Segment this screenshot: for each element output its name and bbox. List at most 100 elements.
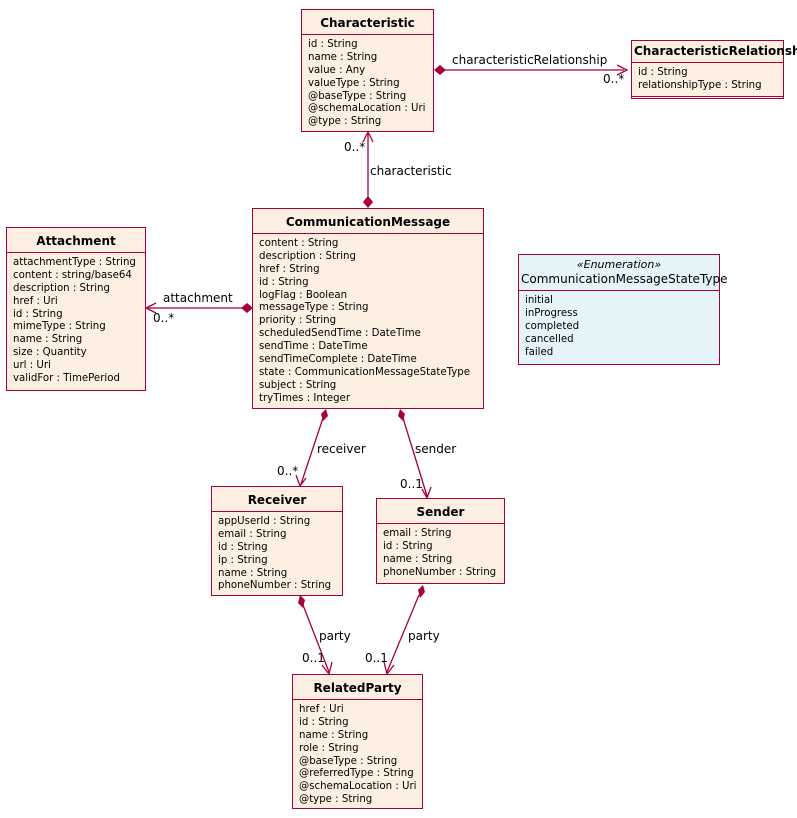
field: id : String [13, 308, 63, 320]
field: name : String [299, 729, 369, 741]
multiplicity-attachment: 0..* [153, 311, 175, 325]
relation-label-characteristic-relationship: characteristicRelationship [452, 53, 608, 67]
field: valueType : String [308, 77, 400, 89]
field: id : String [308, 39, 358, 50]
field: content : string/base64 [13, 269, 132, 281]
class-sender: Sender email : String id : String name :… [376, 498, 505, 584]
class-title: Characteristic [320, 16, 415, 30]
field: name : String [383, 553, 453, 565]
class-communication-message: CommunicationMessage content : String de… [252, 208, 484, 409]
field: @baseType : String [308, 90, 407, 102]
field: sendTimeComplete : DateTime [259, 354, 417, 366]
multiplicity-sender: 0..1 [400, 477, 423, 491]
arrowhead-attachment [144, 302, 157, 314]
class-title: CharacteristicRelationship [634, 44, 797, 58]
field: value : Any [308, 64, 366, 76]
field: description : String [259, 250, 356, 262]
arrowhead-characteristic [362, 130, 374, 143]
field-list: id : String relationshipType : String [632, 62, 783, 96]
class-title: CommunicationMessageStateType [521, 272, 728, 286]
field: priority : String [259, 315, 337, 327]
field: phoneNumber : String [383, 566, 497, 578]
method-compartment [632, 95, 783, 103]
class-characteristic-relationship: CharacteristicRelationship id : String r… [631, 40, 797, 99]
field: sendTime : DateTime [259, 341, 368, 353]
field: href : Uri [299, 704, 344, 715]
composition-diamond-sender-party [418, 585, 425, 598]
enum-communication-message-state-type: «Enumeration» CommunicationMessageStateT… [518, 254, 728, 365]
field: phoneNumber : String [218, 580, 332, 592]
multiplicity-characteristic: 0..* [344, 140, 366, 154]
field: scheduledSendTime : DateTime [259, 328, 421, 340]
field: id : String [299, 716, 349, 728]
edge-sender [402, 417, 428, 497]
field: id : String [218, 541, 268, 553]
enum-values: initial inProgress completed cancelled f… [519, 290, 719, 362]
class-title: CommunicationMessage [285, 215, 451, 229]
class-title: Attachment [36, 234, 116, 248]
edge-sender-party [386, 594, 420, 673]
field: @type : String [308, 116, 382, 128]
class-title: Sender [416, 505, 465, 519]
field: tryTimes : Integer [259, 392, 351, 404]
field: validFor : TimePeriod [13, 373, 120, 385]
field: url : Uri [13, 360, 51, 372]
class-attachment: Attachment attachmentType : String conte… [6, 227, 146, 391]
class-related-party: RelatedParty href : Uri id : String name… [292, 674, 423, 809]
field: @type : String [299, 794, 373, 806]
field: name : String [218, 567, 288, 579]
field: description : String [13, 282, 110, 294]
composition-diamond-receiver-party [298, 595, 305, 608]
field: appUserId : String [218, 516, 311, 527]
field: id : String [638, 67, 688, 78]
relation-label-sender: sender [415, 442, 457, 456]
field: href : Uri [13, 295, 58, 307]
field: mimeType : String [13, 321, 106, 333]
edge-receiver [300, 417, 324, 485]
class-receiver: Receiver appUserId : String email : Stri… [211, 486, 343, 596]
field: name : String [308, 51, 378, 63]
relation-label-receiver: receiver [317, 442, 366, 456]
class-title: RelatedParty [313, 681, 402, 695]
field-list: id : String name : String value : Any va… [302, 34, 433, 132]
arrowhead-characteristic-relationship [616, 64, 629, 76]
multiplicity-sender-party: 0..1 [365, 651, 388, 665]
field: relationshipType : String [638, 79, 762, 91]
field: id : String [259, 276, 309, 288]
composition-diamond-message-left [241, 303, 253, 313]
class-title: Receiver [247, 493, 307, 507]
field-list: href : Uri id : String name : String rol… [293, 699, 422, 810]
composition-diamond-message-top [363, 196, 373, 208]
field: href : String [259, 263, 320, 275]
edge-receiver-party [302, 604, 330, 673]
field: logFlag : Boolean [259, 289, 348, 301]
field: subject : String [259, 379, 337, 391]
relation-label-sender-party: party [408, 629, 440, 643]
enum-value: cancelled [525, 333, 574, 345]
composition-diamond-receiver [321, 409, 328, 421]
composition-diamond-sender [398, 409, 405, 421]
field: content : String [259, 238, 339, 249]
enum-value: inProgress [525, 307, 578, 319]
field: ip : String [218, 554, 268, 566]
enum-stereotype: «Enumeration» [576, 258, 662, 271]
multiplicity-receiver-party: 0..1 [302, 651, 325, 665]
field: role : String [299, 742, 359, 754]
field-list: content : String description : String hr… [253, 233, 483, 409]
enum-value: completed [525, 320, 580, 332]
enum-value: failed [525, 346, 554, 358]
field: @schemaLocation : Uri [299, 781, 417, 793]
field: messageType : String [259, 302, 369, 314]
multiplicity-receiver: 0..* [277, 464, 299, 478]
field-list: email : String id : String name : String… [377, 523, 504, 583]
field-list: appUserId : String email : String id : S… [212, 511, 342, 596]
field: size : Quantity [13, 347, 87, 359]
field: @schemaLocation : Uri [308, 103, 426, 115]
multiplicity-characteristic-relationship: 0..* [603, 72, 625, 86]
field: state : CommunicationMessageStateType [259, 366, 471, 378]
field: email : String [383, 528, 452, 539]
enum-value: initial [525, 295, 554, 306]
field: @referredType : String [299, 768, 414, 780]
field: @baseType : String [299, 755, 398, 767]
